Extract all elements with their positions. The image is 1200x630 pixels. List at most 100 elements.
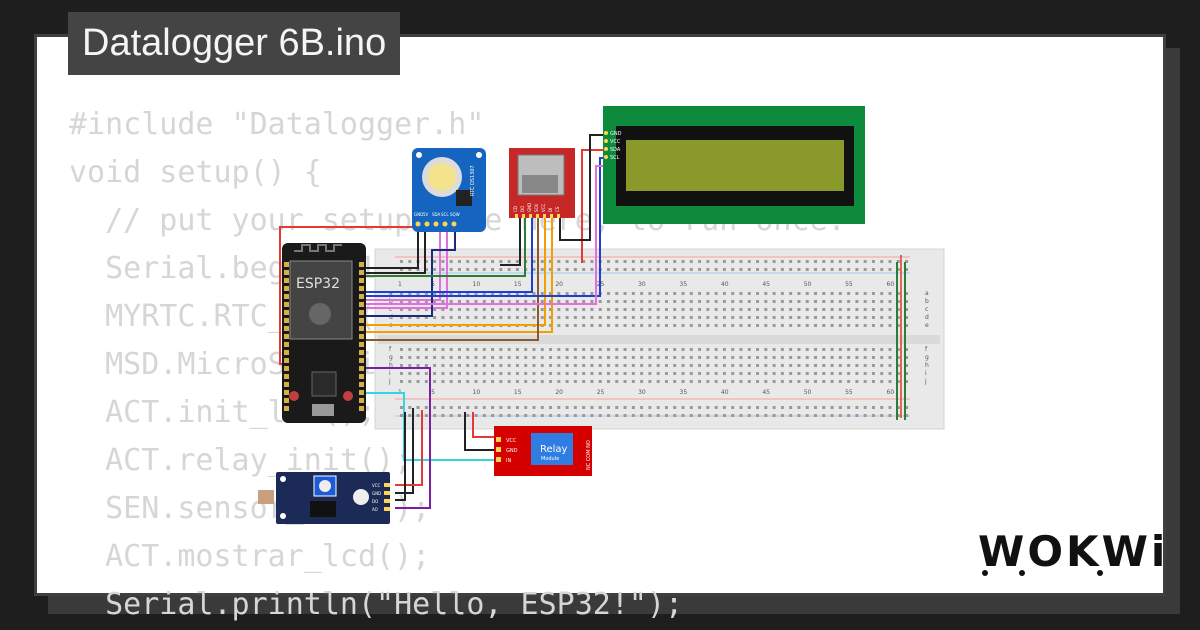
ldr-pin-label: VCC xyxy=(372,483,381,488)
rtc-pin-label: SCL xyxy=(441,212,449,217)
breadboard-number: 60 xyxy=(887,389,895,396)
esp32-pin xyxy=(284,318,289,323)
lcd-pin xyxy=(604,147,608,151)
esp32-board[interactable]: ESP32 xyxy=(282,243,366,423)
wire-black-rtc-gnd xyxy=(360,221,419,269)
esp32-pins-left xyxy=(284,262,289,411)
esp32-pin xyxy=(359,294,364,299)
esp32-pin xyxy=(359,302,364,307)
esp32-pin xyxy=(284,294,289,299)
breadboard-number: 45 xyxy=(762,389,770,396)
breadboard-number: 35 xyxy=(680,281,688,288)
sd-pin xyxy=(529,214,532,218)
breadboard-number: 25 xyxy=(597,389,605,396)
rtc-pin xyxy=(415,221,421,227)
esp32-pin xyxy=(284,334,289,339)
breadboard-row-letter: b xyxy=(925,298,929,305)
breadboard-number: 10 xyxy=(473,389,481,396)
sd-pin-label: DI xyxy=(548,208,553,212)
esp32-pin xyxy=(359,318,364,323)
ldr-pin-label: DO xyxy=(372,499,378,504)
wire-orange-sd-2 xyxy=(360,217,553,333)
esp32-pin xyxy=(284,262,289,267)
lcd-pin xyxy=(604,139,608,143)
esp32-pin xyxy=(359,366,364,371)
wire-red-relay xyxy=(472,412,497,438)
esp32-pin xyxy=(359,310,364,315)
esp32-pin xyxy=(284,366,289,371)
sd-pin xyxy=(522,214,525,218)
breadboard-row-letter: g xyxy=(925,354,929,361)
rtc-label: RTC DS1307 xyxy=(470,165,476,196)
breadboard-row-letter: h xyxy=(925,362,929,369)
relay-subtitle: Module xyxy=(541,456,559,462)
wire-orange-sd-1 xyxy=(360,217,546,326)
lcd-pin xyxy=(604,155,608,159)
rtc-pin-label: SQW xyxy=(450,212,460,217)
rtc-pin-label: 5V xyxy=(423,212,429,217)
breadboard-row-letter: g xyxy=(389,354,393,361)
breadboard-number: 10 xyxy=(473,281,481,288)
lcd-pin-label: GND xyxy=(610,131,622,137)
esp32-pin xyxy=(359,382,364,387)
sd-pin-label: CS xyxy=(555,206,560,212)
breadboard-row-letter: e xyxy=(925,322,929,329)
relay-pin xyxy=(496,447,501,452)
esp32-pin xyxy=(284,382,289,387)
breadboard-row-letter: b xyxy=(389,298,393,305)
esp32-pin xyxy=(284,358,289,363)
esp32-pin xyxy=(284,390,289,395)
code-line: #include "Datalogger.h" xyxy=(69,107,485,142)
wokwi-logo-text: WOKWi xyxy=(978,527,1168,576)
breadboard-number: 15 xyxy=(514,281,522,288)
esp32-pin xyxy=(284,302,289,307)
wire-black-lcd xyxy=(559,134,604,241)
wire-pink-lcd xyxy=(360,165,604,305)
sd-pin xyxy=(543,214,546,218)
wire-black-relay xyxy=(464,412,497,451)
breadboard-number: 55 xyxy=(845,281,853,288)
breadboard-number: 45 xyxy=(762,281,770,288)
sd-pin xyxy=(515,214,518,218)
wokwi-logo[interactable]: WOKWi xyxy=(978,527,1168,576)
esp32-pin xyxy=(359,342,364,347)
esp32-pin xyxy=(359,374,364,379)
sd-pin-label: VCC xyxy=(541,203,546,212)
wire-black-sd xyxy=(500,217,521,266)
ldr-pin xyxy=(384,491,390,495)
relay-pin-label: IN xyxy=(506,458,511,464)
esp32-pin xyxy=(284,406,289,411)
breadboard-row-letter: i xyxy=(925,370,927,377)
breadboard-number: 50 xyxy=(804,281,812,288)
code-line: ACT.mostrar_lcd(); xyxy=(69,539,431,574)
wire-black-ldr xyxy=(395,408,414,494)
breadboard-number: 30 xyxy=(638,389,646,396)
esp32-pin xyxy=(359,262,364,267)
esp32-pin xyxy=(359,270,364,275)
code-line: Serial.println("Hello, ESP32!"); xyxy=(69,587,684,622)
relay-pin-label: GND xyxy=(506,448,518,454)
sd-pin-label: DO xyxy=(520,206,525,212)
esp32-pin xyxy=(359,326,364,331)
relay-side-label: NC COM NO xyxy=(586,440,592,470)
breadboard-row-letter: h xyxy=(389,362,393,369)
wire-green-sd xyxy=(360,217,526,277)
esp32-pin xyxy=(284,350,289,355)
relay-title: Relay xyxy=(540,444,568,455)
wire-blue-lcd xyxy=(360,157,604,297)
sd-pin xyxy=(557,214,560,218)
esp32-pin xyxy=(359,278,364,283)
wires xyxy=(279,134,906,509)
breadboard-row-letter: f xyxy=(925,346,928,353)
page-title: Datalogger 6B.ino xyxy=(68,12,401,75)
esp32-pin xyxy=(359,398,364,403)
